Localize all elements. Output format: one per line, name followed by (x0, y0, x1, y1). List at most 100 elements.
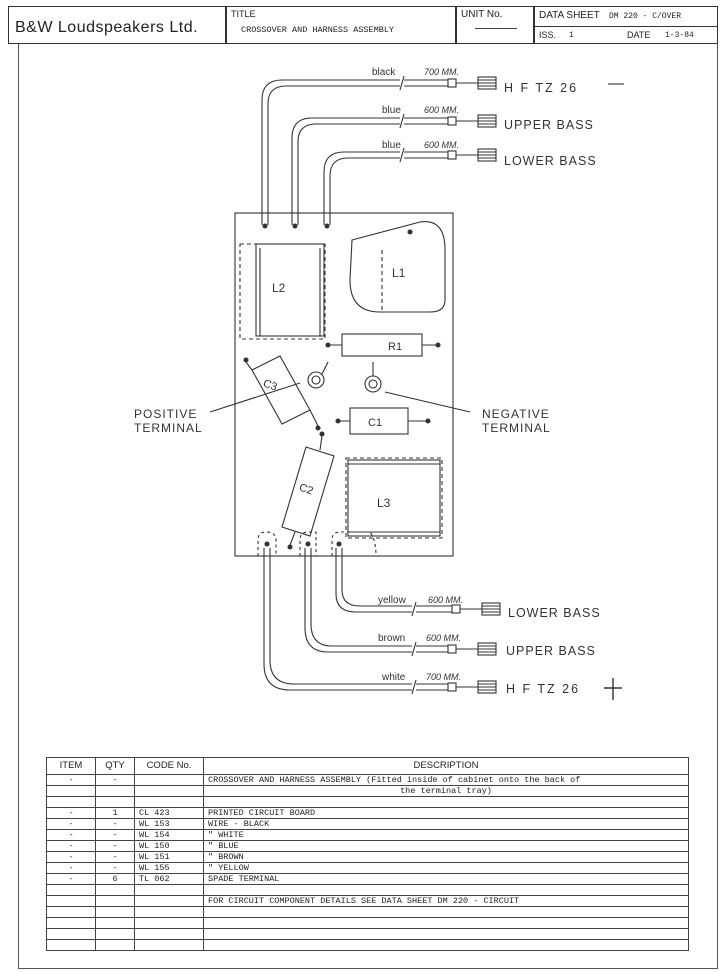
company-name-cell: B&W Loudspeakers Ltd. (8, 6, 226, 44)
pad-top-1 (262, 223, 268, 229)
cell-code: WL 153 (134, 818, 204, 830)
label-l3: L3 (377, 496, 391, 510)
cell-qty (95, 906, 135, 918)
l1-body (349, 221, 446, 313)
top-wire-black (261, 75, 497, 225)
parts-header-row: ITEM QTY CODE No. DESCRIPTION (46, 757, 689, 775)
cell-qty: - (95, 829, 135, 841)
wire-length-yellow: 600 MM. (428, 595, 463, 605)
l3-outline-dashed (345, 457, 443, 539)
cell-qty: - (95, 818, 135, 830)
cell-qty: - (95, 774, 135, 786)
drawing-frame (18, 44, 718, 969)
unit-value (475, 27, 517, 29)
table-row: --WL 155" YELLOW (46, 862, 689, 874)
cell-code (134, 928, 204, 940)
datasheet-divider (535, 26, 717, 27)
cell-item (46, 796, 96, 808)
wire-length-blue-1: 600 MM. (424, 105, 459, 115)
positive-terminal-label-2: TERMINAL (134, 421, 203, 435)
pad-region-3 (331, 531, 377, 557)
date-label: DATE (627, 30, 651, 40)
table-row (46, 884, 689, 896)
unit-label: UNIT No. (461, 9, 503, 20)
cell-code (134, 895, 204, 907)
cell-description: " BLUE (203, 840, 689, 852)
cell-item (46, 895, 96, 907)
cell-description: " BROWN (203, 851, 689, 863)
cell-description: CROSSOVER AND HARNESS ASSEMBLY (Fitted i… (203, 774, 689, 786)
cell-code: TL 062 (134, 873, 204, 885)
wire-length-black: 700 MM. (424, 67, 459, 77)
positive-terminal-ring (307, 361, 329, 389)
unit-cell: UNIT No. (456, 6, 534, 44)
label-c3: C3 (261, 377, 278, 393)
crossover-diagram: L2 L1 R1 C3 C1 C2 L3 POSITIVE TERMINAL N… (134, 67, 624, 700)
company-name: B&W Loudspeakers Ltd. (15, 19, 199, 36)
cell-description (203, 928, 689, 940)
pcb-outline (234, 212, 454, 557)
label-c1: C1 (368, 417, 382, 429)
cell-item (46, 928, 96, 940)
cell-qty (95, 928, 135, 940)
wire-dest-upper-bass-bottom: UPPER BASS (506, 644, 596, 658)
cell-code: WL 150 (134, 840, 204, 852)
pad-top-2 (292, 223, 298, 229)
table-row: --WL 151" BROWN (46, 851, 689, 863)
datasheet-cell: DATA SHEET DM 220 - C/OVER ISS. 1 DATE 1… (534, 6, 718, 44)
label-l2: L2 (272, 281, 286, 295)
cell-code (134, 917, 204, 929)
cell-qty: 1 (95, 807, 135, 819)
table-row: -- CROSSOVER AND HARNESS ASSEMBLY (Fitted… (46, 774, 689, 786)
l3-inner (348, 463, 440, 533)
cell-item: - (46, 873, 96, 885)
c3-body (243, 355, 321, 431)
label-c2: C2 (297, 481, 314, 497)
c1-pad-r (425, 418, 431, 424)
table-row (46, 928, 689, 940)
bottom-wire-white (263, 548, 497, 695)
cell-item (46, 906, 96, 918)
table-row: the terminal tray) (46, 785, 689, 797)
wire-color-black: black (372, 67, 396, 78)
negative-terminal-ring (364, 362, 382, 393)
title-label: TITLE (231, 9, 256, 19)
cell-code: CL 423 (134, 807, 204, 819)
cell-description (203, 796, 689, 808)
cell-code (134, 906, 204, 918)
cell-item: - (46, 807, 96, 819)
header-code: CODE No. (134, 757, 204, 775)
cross-mark (604, 678, 622, 700)
cell-description (203, 939, 689, 951)
cell-item: - (46, 774, 96, 786)
positive-terminal-label-1: POSITIVE (134, 407, 197, 421)
cell-description: the terminal tray) (203, 785, 689, 797)
cell-description (203, 917, 689, 929)
cell-description (203, 906, 689, 918)
pad-region-1 (257, 531, 277, 556)
title-cell: TITLE CROSSOVER AND HARNESS ASSEMBLY (226, 6, 456, 44)
cell-code (134, 796, 204, 808)
cell-qty: - (95, 840, 135, 852)
cell-code (134, 774, 204, 786)
header-item: ITEM (46, 757, 96, 775)
pad-bottom-2 (305, 541, 311, 547)
cell-item (46, 884, 96, 896)
wire-dest-lower-bass-top: LOWER BASS (504, 154, 597, 168)
header-qty: QTY (95, 757, 135, 775)
bottom-wire-yellow (335, 548, 501, 617)
cell-item: - (46, 862, 96, 874)
wire-length-blue-2: 600 MM. (424, 140, 459, 150)
cell-item (46, 917, 96, 929)
table-row: FOR CIRCUIT COMPONENT DETAILS SEE DATA S… (46, 895, 689, 907)
issue-value: 1 (569, 31, 574, 40)
label-r1: R1 (388, 341, 402, 353)
l1-pad (407, 229, 413, 235)
datasheet-value: DM 220 - C/OVER (609, 12, 682, 21)
cell-description: PRINTED CIRCUIT BOARD (203, 807, 689, 819)
label-l1: L1 (392, 266, 406, 280)
datasheet-label: DATA SHEET (539, 10, 600, 21)
